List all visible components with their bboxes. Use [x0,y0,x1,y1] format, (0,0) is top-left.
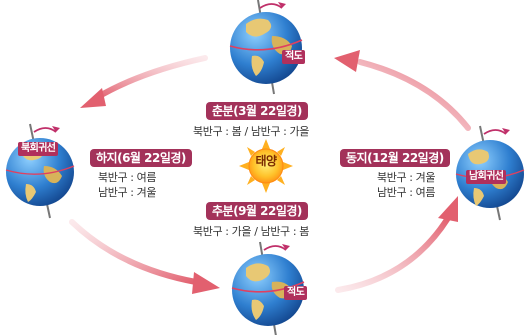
orbit-arrow-bottom-right [335,196,458,293]
summer-north-desc: 북반구 : 여름 [98,171,157,184]
globe-summer [5,123,75,219]
sun-label: 태양 [255,154,277,168]
autumn-equinox-desc: 북반구 : 가을 / 남반구 : 봄 [193,225,309,238]
orbit-arrow-top-right [334,50,471,131]
summer-solstice-title: 하지(6월 22일경) [90,149,192,167]
equator-label-spring: 적도 [282,50,306,64]
globe-autumn [231,241,305,335]
winter-north-desc: 북반구 : 겨울 [377,171,436,184]
orbit-arrow-top-left [80,55,208,108]
tropic-of-cancer-label: 북회귀선 [18,142,59,156]
summer-south-desc: 남반구 : 겨울 [98,186,157,199]
winter-solstice-title: 동지(12월 22일경) [340,149,450,167]
autumn-equinox-title: 추분(9월 22일경) [206,202,308,220]
sun-icon [239,139,293,193]
spring-equinox-desc: 북반구 : 봄 / 남반구 : 가을 [193,125,309,138]
equator-label-autumn: 적도 [284,286,308,300]
winter-south-desc: 남반구 : 여름 [377,186,436,199]
spring-equinox-title: 춘분(3월 22일경) [206,102,308,120]
orbit-arrow-bottom-left [69,219,220,294]
globe-spring [229,0,303,95]
tropic-of-capricorn-label: 남회귀선 [466,170,507,184]
